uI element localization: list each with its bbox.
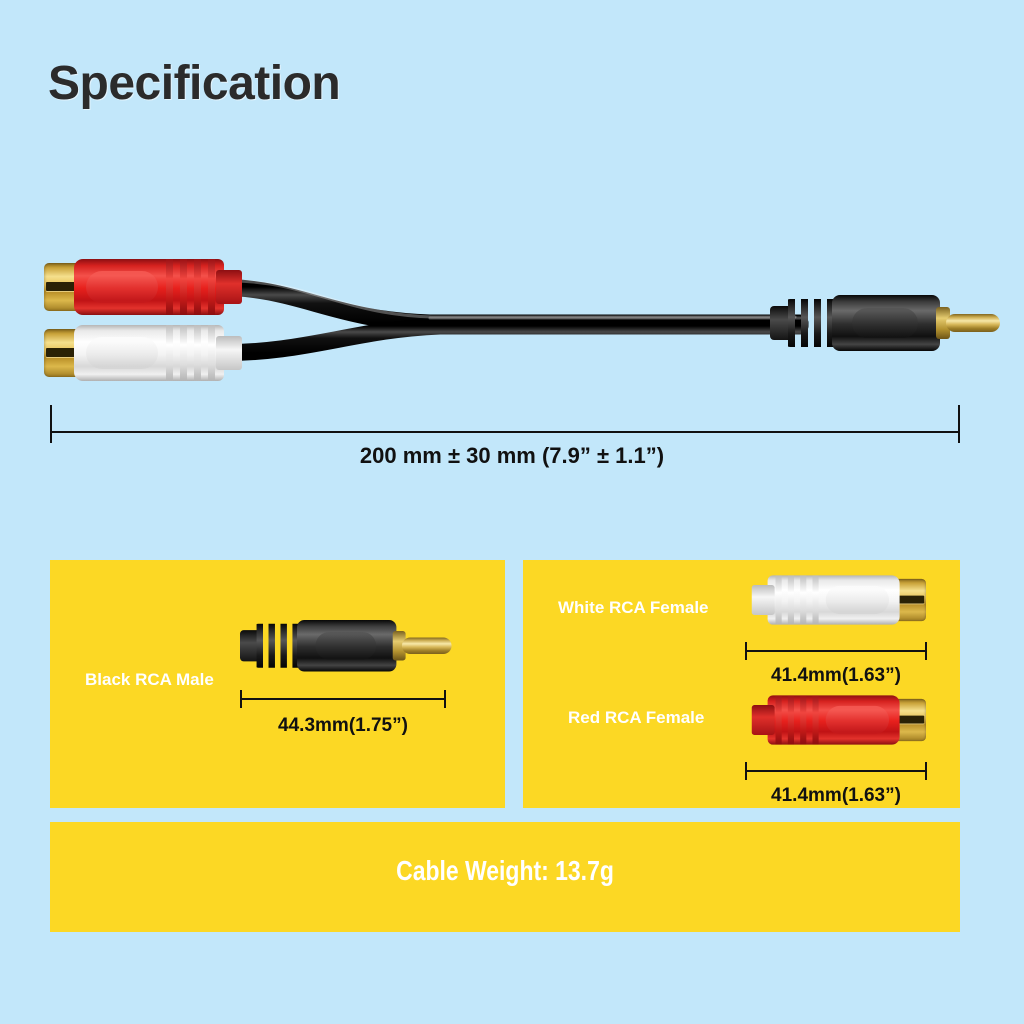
connector-rings [768, 575, 823, 625]
gold-collar-icon [936, 307, 950, 339]
overall-length-dimension-line [50, 405, 960, 443]
panel-black-rca-male: Black RCA Male 44.3mm(1.75”) [50, 560, 505, 808]
white-female-dimension-label: 41.4mm(1.63”) [771, 665, 901, 686]
connector-rings [162, 325, 224, 381]
connector-rings [786, 299, 838, 347]
cable-weight-label: Cable Weight: 13.7g [396, 855, 614, 886]
connector-rings [255, 623, 303, 668]
connector-grip [852, 308, 918, 338]
panel-left-label: Black RCA Male [85, 670, 214, 689]
page-title: Specification [48, 57, 341, 110]
gold-center-pin-icon [401, 637, 452, 655]
connector-grip [86, 271, 158, 303]
panel-white-female-label: White RCA Female [558, 598, 709, 617]
white-rca-female-connector-illustration [750, 575, 926, 625]
gold-center-pin-icon [946, 314, 1000, 332]
red-female-dimension-label: 41.4mm(1.63”) [771, 785, 901, 806]
red-rca-female-connector-illustration [750, 695, 926, 745]
connector-strain-relief [216, 336, 242, 370]
white-female-dimension-line [745, 642, 927, 660]
connector-strain-relief [770, 306, 792, 340]
white-rca-female-connector [44, 325, 244, 381]
panel-cable-weight [50, 822, 960, 932]
overall-length-label: 200 mm ± 30 mm (7.9” ± 1.1”) [359, 443, 665, 468]
connector-end-cap [751, 585, 775, 615]
black-rca-male-connector-illustration [240, 620, 470, 672]
black-male-dimension-label: 44.3mm(1.75”) [278, 715, 408, 736]
black-male-dimension-line [240, 690, 446, 708]
black-rca-male-connector [770, 295, 1010, 351]
panel-rca-females: White RCA Female 41.4mm(1.63”) Red RCA F… [523, 560, 960, 808]
connector-strain-relief [216, 270, 242, 304]
red-female-dimension-line [745, 762, 927, 780]
connector-grip [825, 705, 890, 735]
connector-grip [86, 337, 158, 369]
cable-wires-icon [206, 278, 815, 362]
connector-grip [825, 585, 890, 615]
gold-collar-icon [392, 631, 406, 661]
connector-rings [162, 259, 224, 315]
connector-grip [315, 631, 377, 660]
connector-rings [768, 695, 823, 745]
connector-end-cap [751, 705, 775, 735]
cable-illustration [0, 225, 1024, 415]
red-rca-female-connector [44, 259, 244, 315]
connector-strain-relief [240, 630, 261, 662]
panel-red-female-label: Red RCA Female [568, 708, 705, 727]
